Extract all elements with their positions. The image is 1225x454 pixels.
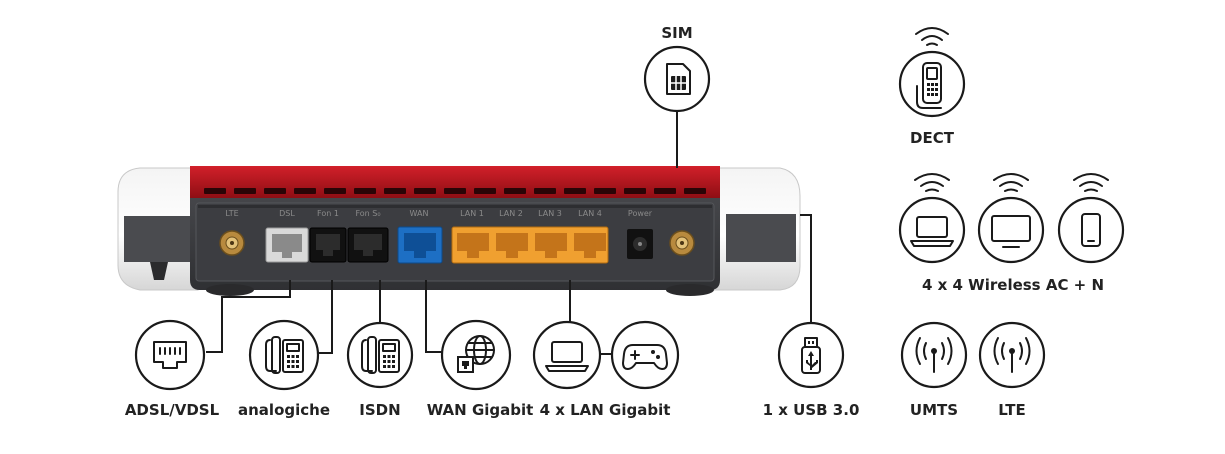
label-usb: 1 x USB 3.0: [763, 401, 860, 419]
connector-lines: [206, 107, 812, 355]
analog-phone-icon: [248, 319, 320, 391]
sim-icon: [643, 45, 711, 113]
gamepad-icon: [610, 320, 680, 390]
lte-antenna-connector-right[interactable]: [669, 230, 695, 256]
lte-antenna-icon: [978, 321, 1046, 389]
lan-ports[interactable]: [451, 226, 609, 264]
umts-antenna-icon: [900, 321, 968, 389]
usb-stick-icon: [777, 321, 845, 389]
power-port[interactable]: [627, 229, 653, 259]
port-label-lan4: LAN 4: [578, 209, 602, 218]
router-vent-slots: [204, 188, 706, 194]
port-label-dsl: DSL: [279, 209, 295, 218]
globe-network-icon: [440, 319, 512, 391]
dsl-socket-icon: [134, 319, 206, 391]
label-lte: LTE: [998, 401, 1026, 419]
lan-laptop-icon: [532, 320, 602, 390]
port-label-lan3: LAN 3: [538, 209, 562, 218]
port-label-wan: WAN: [410, 209, 429, 218]
port-label-power: Power: [628, 209, 653, 218]
label-wireless: 4 x 4 Wireless AC + N: [922, 276, 1104, 294]
port-label-lan2: LAN 2: [499, 209, 523, 218]
label-lan-gigabit: 4 x LAN Gigabit: [540, 401, 671, 419]
cordless-phone-icon: [898, 27, 966, 118]
port-label-lan1: LAN 1: [460, 209, 484, 218]
label-isdn: ISDN: [359, 401, 400, 419]
label-dect: DECT: [910, 129, 955, 147]
label-umts: UMTS: [910, 401, 958, 419]
router-device: LTE DSL Fon 1 Fon S₀ WAN LAN 1 LAN 2 LAN…: [117, 166, 801, 296]
isdn-port[interactable]: [347, 227, 389, 263]
label-adsl-vdsl: ADSL/VDSL: [125, 401, 220, 419]
label-sim: SIM: [661, 24, 692, 42]
fon1-port[interactable]: [309, 227, 347, 263]
wan-port[interactable]: [397, 226, 443, 264]
tablet-icon: [1057, 173, 1125, 264]
laptop-icon: [898, 173, 966, 264]
isdn-phone-icon: [346, 321, 414, 389]
dsl-port[interactable]: [265, 227, 309, 263]
port-label-fon-s0: Fon S₀: [355, 209, 380, 218]
lte-antenna-connector-left[interactable]: [219, 230, 245, 256]
label-wan-gigabit: WAN Gigabit: [427, 401, 534, 419]
label-analogiche: analogiche: [238, 401, 330, 419]
port-label-lte: LTE: [225, 209, 238, 218]
monitor-icon: [977, 173, 1045, 264]
port-label-fon1: Fon 1: [317, 209, 339, 218]
